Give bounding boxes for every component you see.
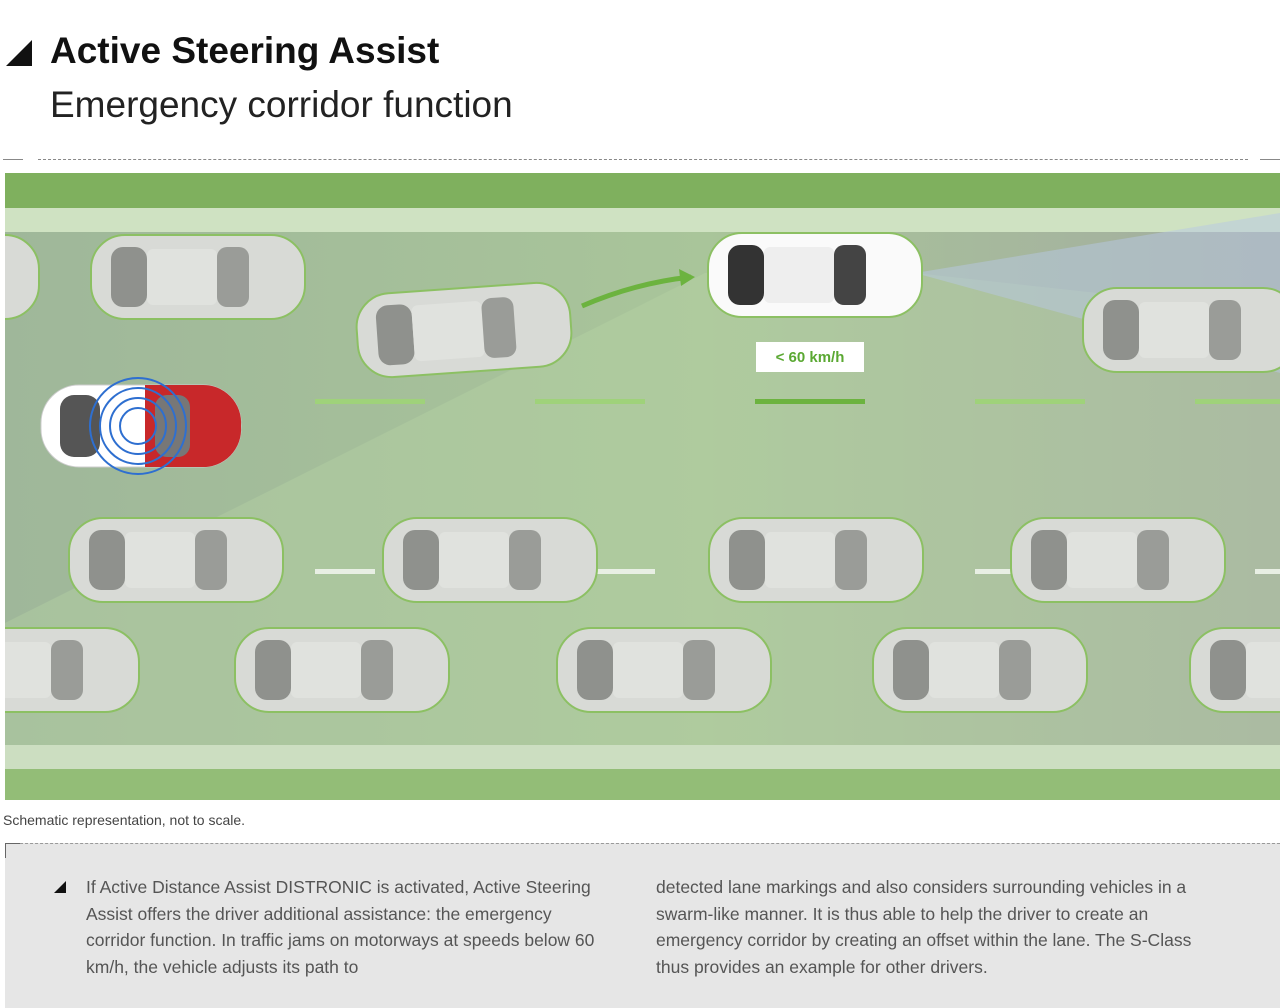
- ego-vehicle: [40, 377, 242, 475]
- title-triangle-icon: [6, 40, 32, 66]
- car: [5, 234, 40, 320]
- car: [355, 281, 573, 379]
- bullet-triangle-icon: [54, 881, 66, 893]
- description-column-2: detected lane markings and also consider…: [656, 877, 1192, 977]
- car: [382, 517, 598, 603]
- car: [68, 517, 284, 603]
- lane-dash: [595, 569, 655, 574]
- page-subtitle: Emergency corridor function: [50, 84, 513, 125]
- description-box: [5, 843, 1280, 1008]
- lane-dash: [315, 569, 375, 574]
- car: [556, 627, 772, 713]
- car: [1082, 287, 1280, 373]
- traffic-illustration: [5, 173, 1280, 800]
- car: [5, 627, 140, 713]
- description-column-1: If Active Distance Assist DISTRONIC is a…: [86, 877, 595, 977]
- divider: [38, 159, 1248, 160]
- vehicles: [5, 232, 1280, 713]
- speed-label: < 60 km/h: [756, 342, 864, 372]
- car: [1189, 627, 1280, 713]
- road-shoulder-bottom: [5, 745, 1280, 769]
- lane-dash: [315, 399, 425, 404]
- car: [872, 627, 1088, 713]
- lane-markings: [315, 399, 1280, 574]
- box-corner: [5, 843, 20, 858]
- car: [707, 232, 923, 318]
- car: [234, 627, 450, 713]
- lane-dash: [1255, 569, 1280, 574]
- lane-dash: [975, 569, 1035, 574]
- lane-dash: [755, 399, 865, 404]
- car: [708, 517, 924, 603]
- divider: [1260, 159, 1280, 160]
- caption: Schematic representation, not to scale.: [3, 812, 246, 828]
- divider: [3, 159, 23, 160]
- sensor-waves-icon: [89, 377, 187, 475]
- lane-dash: [975, 399, 1085, 404]
- car: [1010, 517, 1226, 603]
- lane-dash: [535, 399, 645, 404]
- page-title: Active Steering Assist: [50, 30, 440, 71]
- arrow-head-icon: [679, 269, 695, 286]
- path-arrow: [581, 274, 692, 309]
- car: [90, 234, 306, 320]
- lane-dash: [1195, 399, 1280, 404]
- road-shoulder-top: [5, 208, 1280, 232]
